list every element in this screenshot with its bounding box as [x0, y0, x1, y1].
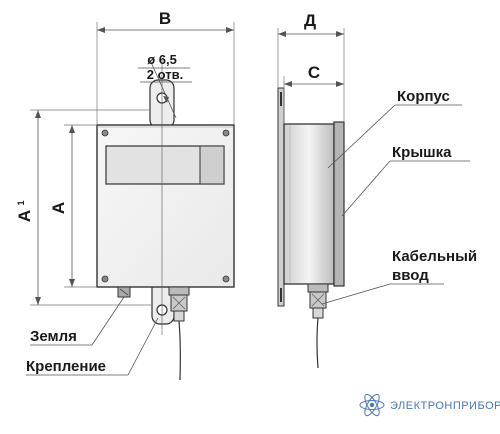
logo-text: ЭЛЕКТРОНПРИБОР [390, 400, 500, 412]
dimension-c [283, 76, 344, 124]
kryshka-leader [341, 160, 470, 217]
screw-top-left [101, 129, 109, 137]
kreplenie-label: Крепление [26, 358, 106, 375]
screw-top-right [222, 129, 230, 137]
hole-count-label: 2 отв. [147, 67, 183, 82]
kabelny-label-line2: ввод [392, 267, 429, 284]
dim-a1-subscript: 1 [16, 200, 26, 205]
dimension-b [96, 22, 235, 125]
kabelny-leader [321, 283, 444, 305]
side-view [277, 87, 345, 369]
dim-a1-label: A [15, 210, 34, 222]
zemlya-leader [30, 296, 125, 346]
hole-diameter-label: ø 6,5 [147, 52, 177, 67]
korpus-label: Корпус [397, 88, 450, 105]
front-window [105, 145, 225, 185]
korpus-leader [327, 104, 462, 169]
dimension-d [277, 28, 345, 122]
kreplenie-leader [26, 317, 159, 376]
dimension-a1 [30, 109, 152, 306]
screw-bottom-right [222, 275, 230, 283]
dim-b-label: B [159, 9, 171, 28]
kabelny-label-line1: Кабельный [392, 248, 477, 265]
dim-a-label: A [49, 202, 68, 214]
atom-icon [359, 393, 385, 417]
dim-c-label: C [308, 63, 320, 82]
zemlya-label: Земля [30, 328, 77, 345]
dim-d-label: Д [304, 11, 316, 30]
screw-bottom-left [101, 275, 109, 283]
kryshka-label: Крышка [392, 144, 452, 161]
ground-terminal [117, 286, 131, 298]
cable-gland-front [168, 286, 190, 381]
hole-callout [138, 59, 192, 119]
dimension-a [64, 124, 97, 288]
